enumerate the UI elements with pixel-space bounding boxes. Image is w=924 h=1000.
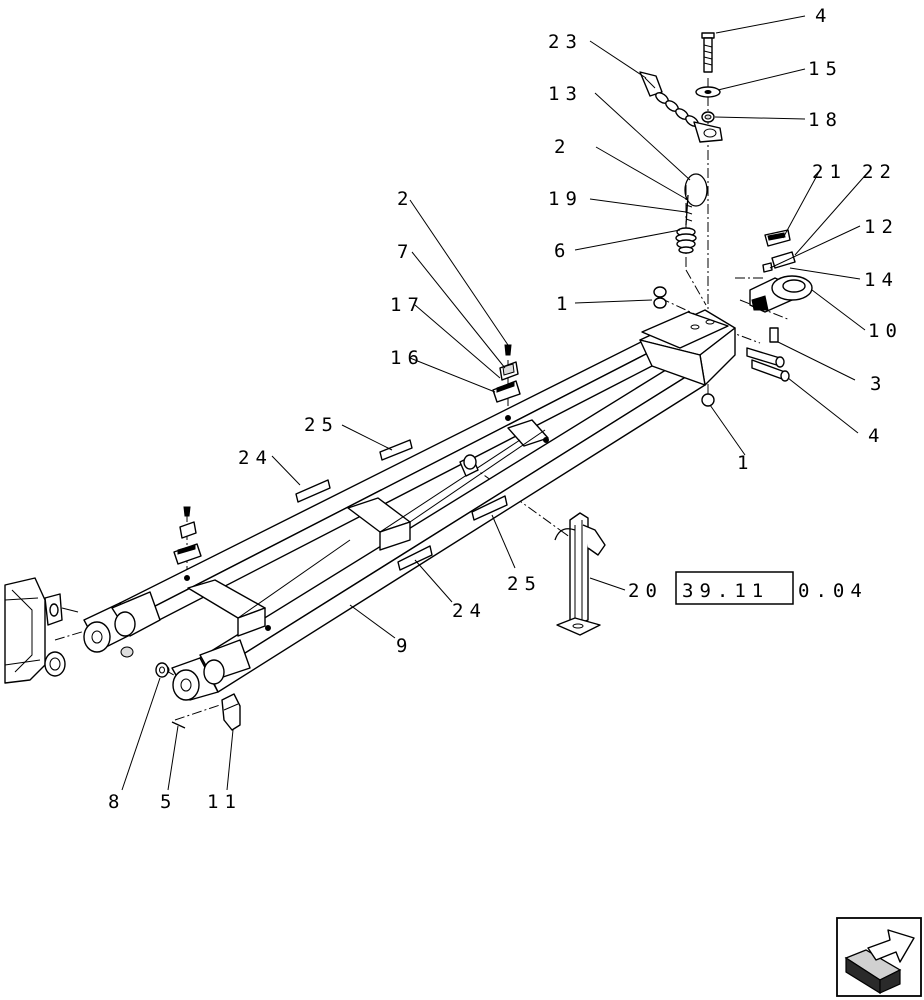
arrow-next-icon[interactable]	[836, 917, 922, 997]
decals	[295, 439, 508, 571]
callout-8: 8	[108, 791, 125, 813]
callout-1-lower: 1	[737, 452, 754, 474]
callout-14: 14	[864, 269, 899, 291]
callout-19: 19	[548, 188, 583, 210]
leader-lines	[121, 15, 871, 791]
callout-5: 5	[160, 791, 177, 813]
callout-1-upper: 1	[556, 293, 573, 315]
lower-hardware	[155, 662, 241, 731]
callout-labels: 4 15 18 23 13 2 19 6 21 22 12 14 10 3 4 …	[108, 5, 903, 813]
lock-pin-spring	[675, 173, 708, 254]
callout-2-top: 2	[554, 136, 571, 158]
nuts	[653, 286, 715, 407]
callout-24-upper: 24	[238, 447, 273, 469]
callout-16: 16	[390, 347, 425, 369]
safety-chain	[639, 71, 723, 143]
callout-25-upper: 25	[304, 414, 339, 436]
jack-stand	[554, 512, 606, 636]
callout-23: 23	[548, 31, 583, 53]
callout-11: 11	[207, 791, 242, 813]
clip-hardware-stack	[173, 344, 521, 565]
callout-21: 21	[812, 161, 847, 183]
reference-boxed-part[interactable]: 39.11	[682, 580, 769, 602]
section-reference[interactable]: 39.11 0.04	[675, 571, 868, 605]
callout-25-lower: 25	[507, 573, 542, 595]
callout-9: 9	[396, 635, 413, 657]
a-frame-tongue	[83, 309, 736, 701]
callout-12: 12	[864, 216, 899, 238]
callout-4-top: 4	[815, 5, 832, 27]
callout-20: 20	[628, 580, 663, 602]
callout-6: 6	[554, 240, 571, 262]
callout-17: 17	[390, 294, 425, 316]
pin-stack	[695, 32, 721, 123]
decal-24-lower	[397, 545, 433, 571]
callout-15: 15	[808, 58, 843, 80]
left-mount-bracket	[4, 577, 79, 684]
decal-24-upper	[295, 479, 331, 503]
reference-suffix: 0.04	[798, 580, 868, 602]
callout-2-left: 2	[397, 188, 414, 210]
callout-7: 7	[397, 241, 414, 263]
decal-25-lower	[471, 495, 508, 521]
callout-10: 10	[868, 320, 903, 342]
reference-box[interactable]	[675, 571, 794, 605]
callout-24-lower: 24	[452, 600, 487, 622]
callout-18: 18	[808, 109, 843, 131]
callout-13: 13	[548, 83, 583, 105]
callout-3: 3	[870, 373, 887, 395]
callout-4-right: 4	[868, 425, 885, 447]
decal-25-upper	[379, 439, 413, 461]
hitch-head	[746, 229, 813, 382]
callout-22: 22	[862, 161, 897, 183]
